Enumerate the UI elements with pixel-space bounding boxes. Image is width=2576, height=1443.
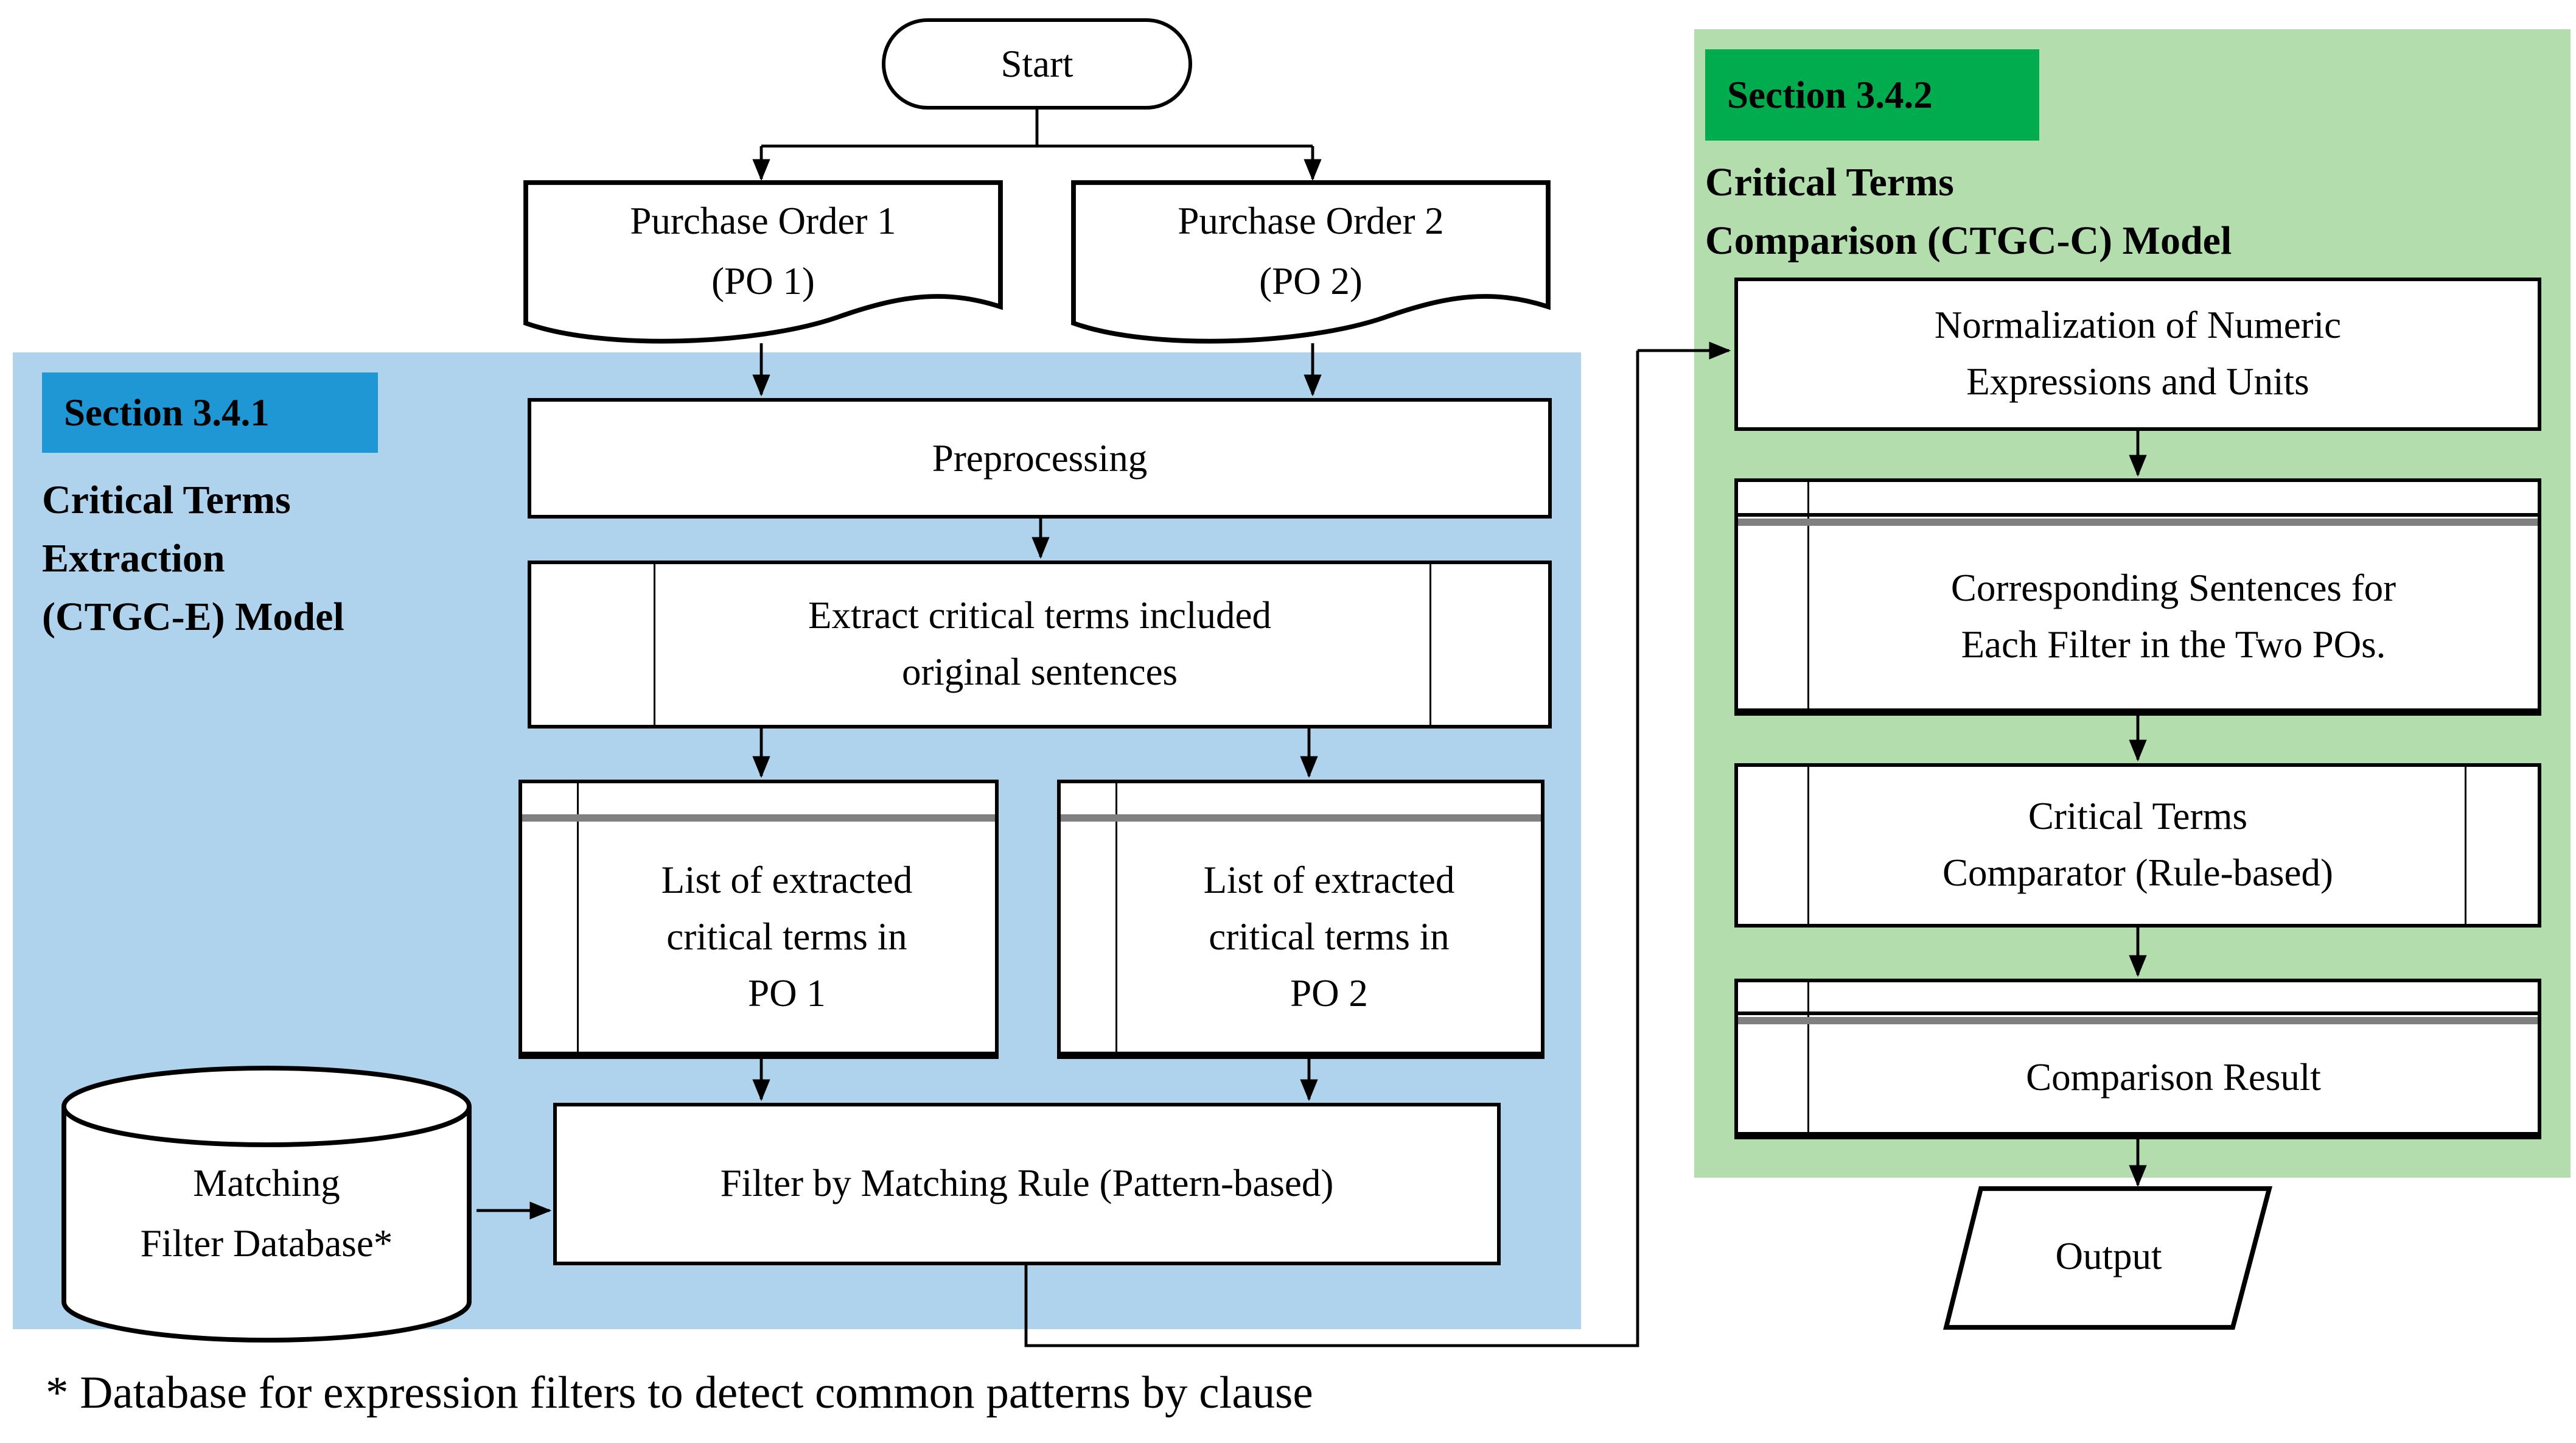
- output-text: Output: [2055, 1233, 2162, 1277]
- po1-line1: Purchase Order 1: [630, 199, 896, 243]
- filter-label: Filter by Matching Rule (Pattern-based): [720, 1161, 1334, 1205]
- list-po1-box: List of extracted critical terms in PO 1: [518, 780, 999, 1059]
- normalization-line2: Expressions and Units: [1966, 360, 2309, 404]
- database-cylinder-shape: [61, 1106, 472, 1343]
- comparator-line1: Critical Terms: [2028, 794, 2248, 838]
- list-po2-line1: List of extracted: [1203, 857, 1455, 901]
- section2-title-line2: Comparison (CTGC-C) Model: [1705, 217, 2232, 263]
- preprocessing-label: Preprocessing: [932, 435, 1148, 480]
- connector-lines: [761, 110, 1639, 1347]
- corresponding-line2: Each Filter in the Two POs.: [1961, 623, 2386, 666]
- start-node: Start: [882, 18, 1192, 110]
- corresponding-box: Corresponding Sentences for Each Filter …: [1734, 478, 2541, 716]
- database-line2: Filter Database*: [140, 1221, 393, 1265]
- comparator-line2: Comparator (Rule-based): [1942, 851, 2333, 895]
- footnote-text: * Database for expression filters to det…: [46, 1369, 1313, 1419]
- list-po2-column-divider: [1115, 783, 1119, 1052]
- po1-line2: (PO 1): [711, 259, 815, 303]
- list-po2-box: List of extracted critical terms in PO 2: [1057, 780, 1545, 1059]
- section2-title: Critical Terms Comparison (CTGC-C) Model: [1705, 153, 2508, 270]
- list-po2-line2: critical terms in: [1209, 914, 1450, 958]
- section1-badge-label: Section 3.4.1: [64, 390, 270, 434]
- list-po1-line3: PO 1: [748, 970, 826, 1015]
- footnote: * Database for expression filters to det…: [46, 1369, 1313, 1420]
- output-parallelogram-shape: [1943, 1186, 2273, 1330]
- comparator-right-divider: [2465, 767, 2468, 924]
- corresponding-header-divider: [1738, 519, 2538, 526]
- extract-box: Extract critical terms included original…: [528, 561, 1552, 728]
- result-header-line: [1738, 1011, 2538, 1015]
- start-label: Start: [1000, 41, 1073, 85]
- result-box: Comparison Result: [1734, 979, 2541, 1139]
- comparator-box: Critical Terms Comparator (Rule-based): [1734, 763, 2541, 928]
- normalization-box: Normalization of Numeric Expressions and…: [1734, 278, 2541, 431]
- list-po1-line2: critical terms in: [666, 914, 907, 958]
- list-po2-label: List of extracted critical terms in PO 2: [1117, 822, 1541, 1052]
- corresponding-line1: Corresponding Sentences for: [1950, 566, 2396, 610]
- output-label: Output: [1972, 1196, 2246, 1316]
- result-label-cell: Comparison Result: [1809, 1024, 2538, 1132]
- list-po1-column-divider: [577, 783, 580, 1052]
- comparator-left-divider: [1807, 767, 1810, 924]
- preprocessing-box: Preprocessing: [528, 398, 1552, 519]
- section2-badge-label: Section 3.4.2: [1727, 72, 1933, 116]
- extract-line2: original sentences: [901, 650, 1178, 694]
- filter-box: Filter by Matching Rule (Pattern-based): [553, 1103, 1501, 1265]
- database-line1: Matching: [193, 1161, 340, 1205]
- po2-line2: (PO 2): [1259, 259, 1363, 303]
- corresponding-column-divider: [1807, 482, 1810, 708]
- database-cylinder-top: [61, 1066, 472, 1147]
- result-label: Comparison Result: [2026, 1055, 2321, 1099]
- list-po1-line1: List of extracted: [661, 857, 913, 901]
- section1-title-line3: (CTGC-E) Model: [42, 593, 344, 639]
- corresponding-header-line: [1738, 513, 2538, 516]
- list-po1-header-divider: [522, 814, 995, 822]
- list-po2-header-divider: [1061, 814, 1541, 822]
- result-column-divider: [1807, 982, 1810, 1132]
- section1-title: Critical Terms Extraction (CTGC-E) Model: [42, 471, 553, 646]
- po2-document-shape: [1071, 180, 1551, 344]
- database-cylinder-label: Matching Filter Database*: [84, 1154, 449, 1274]
- list-po1-label: List of extracted critical terms in PO 1: [579, 822, 995, 1052]
- extract-line1: Extract critical terms included: [808, 593, 1271, 637]
- section1-title-line1: Critical Terms: [42, 477, 291, 522]
- extract-left-divider: [654, 564, 657, 725]
- extract-right-divider: [1429, 564, 1433, 725]
- result-header-divider: [1738, 1017, 2538, 1024]
- normalization-line1: Normalization of Numeric: [1934, 303, 2342, 347]
- flow-arrows: [476, 146, 2147, 1220]
- section1-badge: Section 3.4.1: [42, 372, 378, 453]
- section1-title-line2: Extraction: [42, 535, 225, 581]
- po1-document-shape: [523, 180, 1003, 344]
- list-po2-line3: PO 2: [1290, 970, 1368, 1015]
- po2-document-label: Purchase Order 2 (PO 2): [1073, 190, 1548, 314]
- corresponding-label: Corresponding Sentences for Each Filter …: [1809, 526, 2538, 708]
- po2-line1: Purchase Order 2: [1178, 199, 1444, 243]
- section2-title-line1: Critical Terms: [1705, 159, 1954, 204]
- po1-document-label: Purchase Order 1 (PO 1): [526, 190, 1000, 314]
- section2-badge: Section 3.4.2: [1705, 49, 2039, 141]
